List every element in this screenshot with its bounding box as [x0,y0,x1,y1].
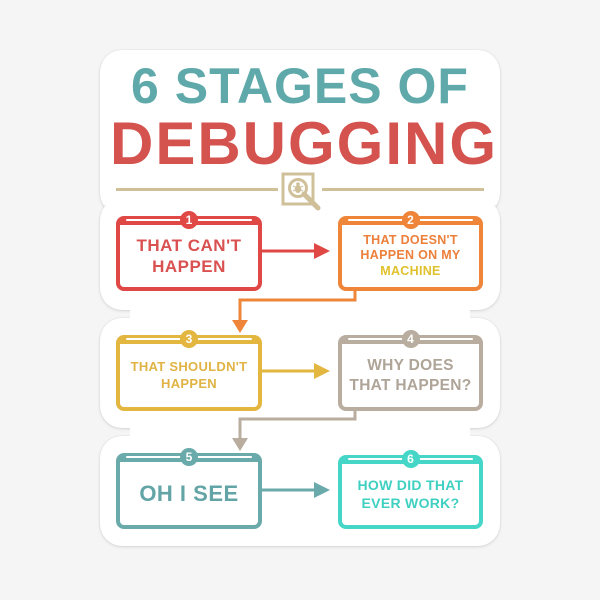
stage-label-line: HAPPEN ON MY [360,248,461,263]
stage-number: 4 [407,332,414,346]
stage-box-1: 1 THAT CAN'T HAPPEN [116,211,262,291]
bug-magnifier-icon [280,172,324,214]
stage-number: 1 [185,213,193,227]
title-line-1: 6 STAGES OF [131,58,469,114]
stage-number-badge: 1 [180,211,198,229]
stage-number-badge: 3 [180,330,198,348]
stage-box-2: 2 THAT DOESN'T HAPPEN ON MY MACHINE [338,211,483,291]
stage-label-line: HAPPEN [152,257,226,276]
stage-box-4: 4 WHY DOES THAT HAPPEN? [338,330,483,411]
stage-box-6: 6 HOW DID THAT EVER WORK? [338,450,483,529]
stage-number-badge: 5 [180,448,198,466]
title-divider-left [116,188,278,191]
stage-box-3: 3 THAT SHOULDN'T HAPPEN [116,330,262,411]
stage-label-line: THAT DOESN'T [363,232,458,247]
stage-number-badge: 2 [401,211,420,229]
stage-number: 3 [185,332,193,346]
stage-label-line: WHY DOES [367,357,454,375]
stage-number-badge: 4 [401,330,420,348]
stage-box-5: 5 OH I SEE [116,448,262,529]
stage-label-line: HAPPEN [161,375,217,391]
stage-label-line: HOW DID THAT [357,477,464,493]
stage-label-line: THAT SHOULDN'T [130,359,248,375]
title-divider-right [322,188,484,191]
title-line-2: DEBUGGING [110,110,499,177]
stage-number: 5 [185,450,193,464]
stage-label-line: OH I SEE [139,480,239,506]
stage-number: 6 [407,452,414,466]
stage-label-highlight: MACHINE [380,263,441,278]
stage-number: 2 [407,213,414,227]
stage-label-line: EVER WORK? [361,494,460,511]
stage-label-line: THAT CAN'T [136,235,242,255]
stage-label-line: THAT HAPPEN? [349,376,472,394]
stage-number-badge: 6 [401,450,420,468]
